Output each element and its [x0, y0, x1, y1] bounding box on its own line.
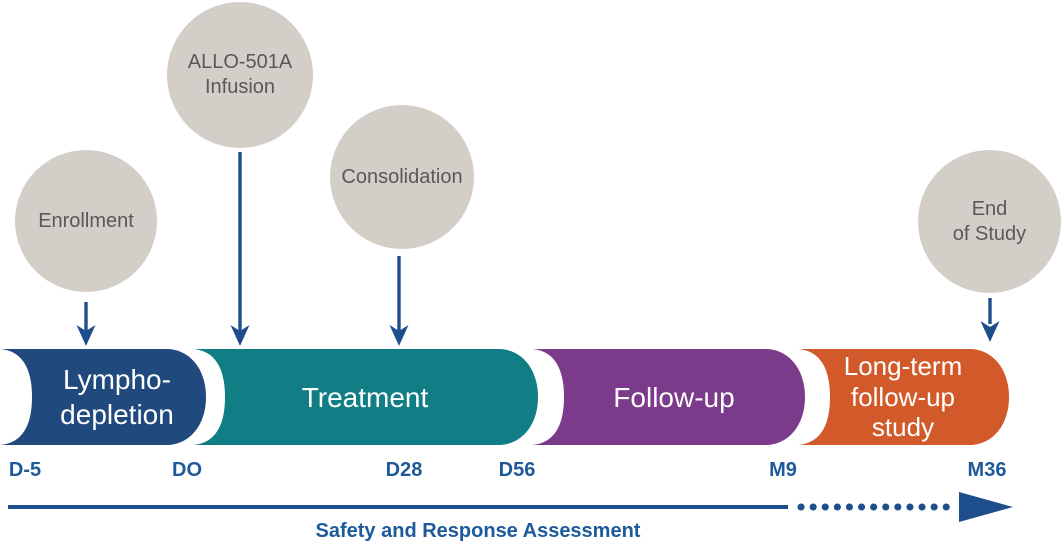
safety-response-assessment-label: Safety and Response Assessment	[315, 520, 641, 542]
enrollment-circle: Enrollment	[15, 150, 157, 292]
end-of-study-circle: End of Study	[918, 150, 1061, 293]
enrollment-label: Enrollment	[38, 209, 134, 232]
assessment-axis	[8, 492, 1013, 522]
stage-label-lymphodepletion: Lympho- depletion	[60, 364, 174, 430]
enrollment-arrow	[76, 302, 96, 346]
stage-banner-longterm-followup	[798, 349, 1009, 445]
end-of-study-label: End of Study	[952, 197, 1027, 245]
tick-m9: M9	[769, 459, 797, 481]
assessment-axis-arrowhead	[959, 492, 1013, 522]
tick-m36: M36	[967, 459, 1007, 481]
allo-501a-infusion-label: ALLO-501A Infusion	[187, 51, 293, 98]
allo-501a-infusion-circle: ALLO-501A Infusion	[167, 2, 313, 148]
end-of-study-arrow	[980, 298, 1000, 342]
tick-d56: D56	[498, 459, 536, 481]
stage-label-longterm-followup: Long-term follow-up study	[843, 350, 963, 443]
stage-banner-followup	[532, 349, 805, 445]
stage-label-followup: Follow-up	[613, 381, 735, 413]
tick-d28: D28	[385, 459, 423, 481]
stage-banner-treatment	[193, 349, 538, 445]
stage-banner-lymphodepletion	[0, 349, 206, 445]
tick-d-minus-5: D-5	[8, 459, 42, 481]
consolidation-circle: Consolidation	[330, 105, 474, 249]
allo-501a-infusion-arrow	[230, 152, 250, 346]
tick-d0: DO	[172, 459, 202, 481]
stage-label-treatment: Treatment	[301, 381, 429, 413]
consolidation-arrow	[389, 256, 409, 346]
consolidation-label: Consolidation	[341, 165, 463, 188]
